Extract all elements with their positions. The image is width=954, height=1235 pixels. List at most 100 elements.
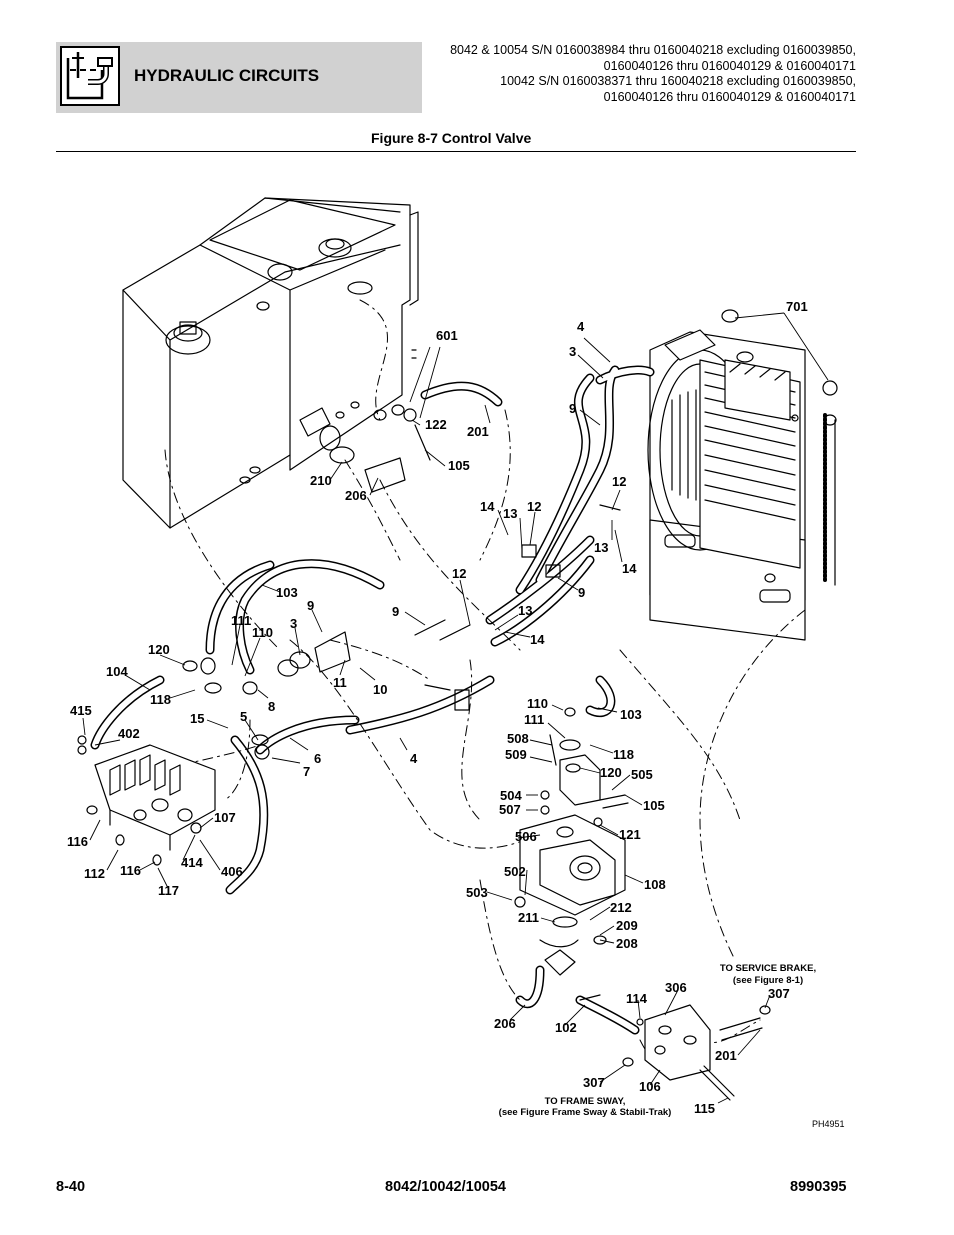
serial-line: 0160040126 thru 0160040129 & 0160040171 bbox=[603, 58, 856, 73]
photo-id: PH4951 bbox=[812, 1119, 845, 1129]
callout: 6 bbox=[314, 751, 321, 766]
control-valve-bank bbox=[77, 735, 216, 866]
callout: 306 bbox=[665, 980, 687, 995]
section-title: HYDRAULIC CIRCUITS bbox=[134, 66, 320, 85]
callout: 210 bbox=[310, 473, 332, 488]
callout: 507 bbox=[499, 802, 521, 817]
callout: 4 bbox=[410, 751, 418, 766]
pump-assembly bbox=[514, 754, 626, 976]
callout: 121 bbox=[619, 827, 641, 842]
diagram-notes: TO SERVICE BRAKE, (see Figure 8-1) TO FR… bbox=[499, 963, 845, 1129]
callout: 7 bbox=[303, 764, 310, 779]
callout: 206 bbox=[345, 488, 367, 503]
callout-labels: 701 601 4 3 9 122 201 105 210 206 12 14 … bbox=[67, 299, 808, 1116]
oil-cooler bbox=[647, 309, 838, 641]
header-divider bbox=[56, 151, 856, 152]
callout: 118 bbox=[613, 747, 634, 762]
callout: 112 bbox=[84, 866, 105, 881]
callout: 115 bbox=[694, 1101, 715, 1116]
callout: 402 bbox=[118, 726, 140, 741]
callout: 3 bbox=[569, 344, 576, 359]
callout: 211 bbox=[518, 910, 539, 925]
model-numbers: 8042/10042/10054 bbox=[385, 1179, 506, 1195]
callout: 103 bbox=[276, 585, 298, 600]
brake-valve bbox=[622, 1004, 771, 1101]
document-number: 8990395 bbox=[790, 1179, 847, 1195]
hydraulic-tank bbox=[122, 197, 419, 529]
callout: 104 bbox=[106, 664, 128, 679]
callout: 8 bbox=[268, 699, 275, 714]
callout: 4 bbox=[577, 319, 585, 334]
note-service-brake-ref: (see Figure 8-1) bbox=[733, 975, 803, 986]
callout: 102 bbox=[555, 1020, 577, 1035]
callout: 414 bbox=[181, 855, 203, 870]
note-service-brake: TO SERVICE BRAKE, bbox=[720, 963, 816, 974]
callout: 505 bbox=[631, 767, 653, 782]
callout: 15 bbox=[190, 711, 204, 726]
callout: 105 bbox=[643, 798, 665, 813]
callout: 601 bbox=[436, 328, 458, 343]
callout: 120 bbox=[600, 765, 622, 780]
callout: 116 bbox=[120, 863, 141, 878]
serial-line: 10042 S/N 0160038371 thru 160040218 excl… bbox=[500, 74, 856, 88]
callout: 114 bbox=[626, 991, 648, 1006]
callout: 13 bbox=[594, 540, 608, 555]
callout: 122 bbox=[425, 417, 447, 432]
callout: 502 bbox=[504, 864, 526, 879]
callout: 406 bbox=[221, 864, 243, 879]
callout: 506 bbox=[515, 829, 537, 844]
callout: 120 bbox=[148, 642, 170, 657]
callout: 307 bbox=[768, 986, 790, 1001]
callout: 9 bbox=[578, 585, 585, 600]
callout: 111 bbox=[231, 613, 251, 628]
callout: 107 bbox=[214, 810, 236, 825]
note-frame-sway-ref: (see Figure Frame Sway & Stabil-Trak) bbox=[499, 1107, 672, 1118]
callout: 12 bbox=[452, 566, 466, 581]
callout: 504 bbox=[500, 788, 522, 803]
callout: 9 bbox=[307, 598, 314, 613]
callout: 10 bbox=[373, 682, 387, 697]
callout: 14 bbox=[480, 499, 495, 514]
callout: 415 bbox=[70, 703, 92, 718]
callout: 13 bbox=[518, 603, 532, 618]
figure-title: Figure 8-7 Control Valve bbox=[371, 130, 532, 146]
callout: 701 bbox=[786, 299, 808, 314]
serial-line: 8042 & 10054 S/N 0160038984 thru 0160040… bbox=[450, 43, 856, 57]
callout: 103 bbox=[620, 707, 642, 722]
callout: 307 bbox=[583, 1075, 605, 1090]
callout: 110 bbox=[252, 625, 273, 640]
section-header: HYDRAULIC CIRCUITS bbox=[56, 42, 422, 113]
callout: 212 bbox=[610, 900, 632, 915]
callout: 110 bbox=[527, 696, 548, 711]
fittings bbox=[182, 404, 629, 1001]
callout: 14 bbox=[530, 632, 545, 647]
callout: 105 bbox=[448, 458, 470, 473]
callout: 118 bbox=[150, 692, 171, 707]
leader-lines bbox=[82, 312, 829, 1104]
callout: 3 bbox=[290, 616, 297, 631]
callout: 106 bbox=[639, 1079, 661, 1094]
callout: 201 bbox=[715, 1048, 737, 1063]
callout: 116 bbox=[67, 834, 88, 849]
note-frame-sway: TO FRAME SWAY, bbox=[545, 1096, 626, 1107]
callout: 208 bbox=[616, 936, 638, 951]
callout: 108 bbox=[644, 877, 666, 892]
hydraulic-tank-icon bbox=[60, 46, 120, 106]
callout: 111 bbox=[524, 712, 544, 727]
callout: 9 bbox=[392, 604, 399, 619]
callout: 201 bbox=[467, 424, 489, 439]
callout: 14 bbox=[622, 561, 637, 576]
serial-line: 0160040126 thru 0160040129 & 0160040171 bbox=[603, 89, 856, 104]
callout: 503 bbox=[466, 885, 488, 900]
callout: 209 bbox=[616, 918, 638, 933]
callout: 13 bbox=[503, 506, 517, 521]
page-number: 8-40 bbox=[56, 1179, 86, 1195]
callout: 508 bbox=[507, 731, 529, 746]
serial-number-range: 8042 & 10054 S/N 0160038984 thru 0160040… bbox=[450, 43, 856, 105]
callout: 12 bbox=[612, 474, 626, 489]
callout: 9 bbox=[569, 401, 576, 416]
callout: 11 bbox=[333, 675, 347, 690]
callout: 509 bbox=[505, 747, 527, 762]
callout: 206 bbox=[494, 1016, 516, 1031]
